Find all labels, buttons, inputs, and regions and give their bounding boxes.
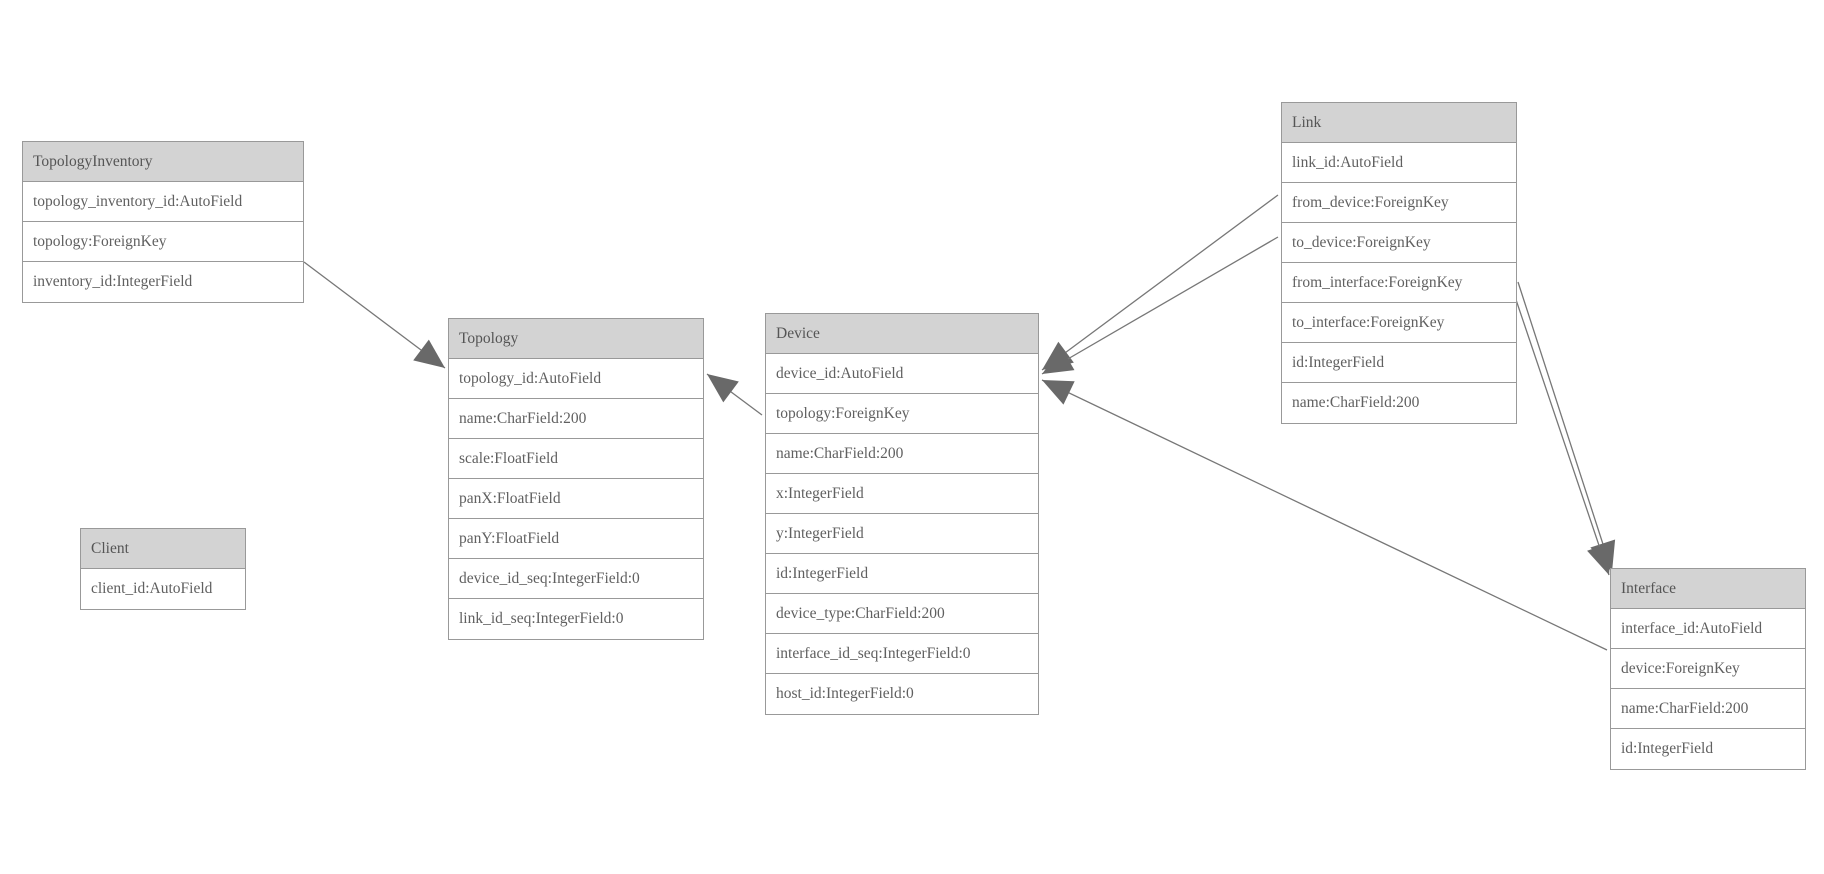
relationship-arrowhead: [1042, 347, 1075, 374]
entity-field-row[interactable]: from_interface:ForeignKey: [1282, 263, 1516, 303]
relationship-arrowhead: [1587, 542, 1612, 575]
entity-field-row[interactable]: topology_inventory_id:AutoField: [23, 182, 303, 222]
relationship-rel-link-tointerface-interface: [1509, 281, 1612, 576]
relationship-rel-link-frominterface-interface: [1517, 281, 1616, 573]
relationship-line: [1041, 194, 1279, 371]
entity-field-row[interactable]: name:CharField:200: [1282, 383, 1516, 423]
entity-field-row[interactable]: host_id:IntegerField:0: [766, 674, 1038, 714]
entity-field-row[interactable]: device_id_seq:IntegerField:0: [449, 559, 703, 599]
entity-field-row[interactable]: topology:ForeignKey: [23, 222, 303, 262]
relationship-rel-topologyinventory-topology: [303, 261, 446, 369]
relationship-line: [303, 261, 446, 369]
entity-field-row[interactable]: client_id:AutoField: [81, 569, 245, 609]
entity-field-row[interactable]: topology:ForeignKey: [766, 394, 1038, 434]
entity-field-row[interactable]: y:IntegerField: [766, 514, 1038, 554]
relationship-rel-link-todevice-device: [1041, 236, 1279, 375]
entity-field-row[interactable]: link_id_seq:IntegerField:0: [449, 599, 703, 639]
entity-field-row[interactable]: id:IntegerField: [1282, 343, 1516, 383]
relationship-line: [706, 373, 763, 416]
entity-field-row[interactable]: topology_id:AutoField: [449, 359, 703, 399]
relationship-line: [1041, 236, 1279, 375]
entity-field-row[interactable]: from_device:ForeignKey: [1282, 183, 1516, 223]
entity-field-row[interactable]: name:CharField:200: [1611, 689, 1805, 729]
entity-field-row[interactable]: id:IntegerField: [1611, 729, 1805, 769]
entity-field-row[interactable]: name:CharField:200: [766, 434, 1038, 474]
entity-field-row[interactable]: to_device:ForeignKey: [1282, 223, 1516, 263]
entity-field-row[interactable]: id:IntegerField: [766, 554, 1038, 594]
entity-field-row[interactable]: device:ForeignKey: [1611, 649, 1805, 689]
relationship-line: [1517, 281, 1613, 573]
relationship-arrowhead: [1042, 380, 1075, 405]
entity-field-row[interactable]: scale:FloatField: [449, 439, 703, 479]
entity-field-row[interactable]: device_type:CharField:200: [766, 594, 1038, 634]
entity-field-row[interactable]: inventory_id:IntegerField: [23, 262, 303, 302]
entity-header-topology: Topology: [449, 319, 703, 359]
entity-field-row[interactable]: panY:FloatField: [449, 519, 703, 559]
entity-field-row[interactable]: name:CharField:200: [449, 399, 703, 439]
relationship-rel-device-topology: [706, 373, 763, 416]
entity-header-link: Link: [1282, 103, 1516, 143]
entity-field-row[interactable]: interface_id_seq:IntegerField:0: [766, 634, 1038, 674]
entity-field-row[interactable]: link_id:AutoField: [1282, 143, 1516, 183]
entity-field-row[interactable]: panX:FloatField: [449, 479, 703, 519]
relationship-arrowhead: [1042, 341, 1074, 370]
entity-field-row[interactable]: to_interface:ForeignKey: [1282, 303, 1516, 343]
relationship-arrowhead: [413, 339, 445, 368]
entity-header-interface: Interface: [1611, 569, 1805, 609]
entity-field-row[interactable]: interface_id:AutoField: [1611, 609, 1805, 649]
entity-header-device: Device: [766, 314, 1038, 354]
entity-header-client: Client: [81, 529, 245, 569]
entity-field-row[interactable]: device_id:AutoField: [766, 354, 1038, 394]
relationship-arrowhead: [707, 374, 739, 403]
entity-header-topology_inventory: TopologyInventory: [23, 142, 303, 182]
relationship-rel-link-fromdevice-device: [1041, 194, 1279, 371]
entity-field-row[interactable]: x:IntegerField: [766, 474, 1038, 514]
relationship-line: [1509, 281, 1610, 576]
